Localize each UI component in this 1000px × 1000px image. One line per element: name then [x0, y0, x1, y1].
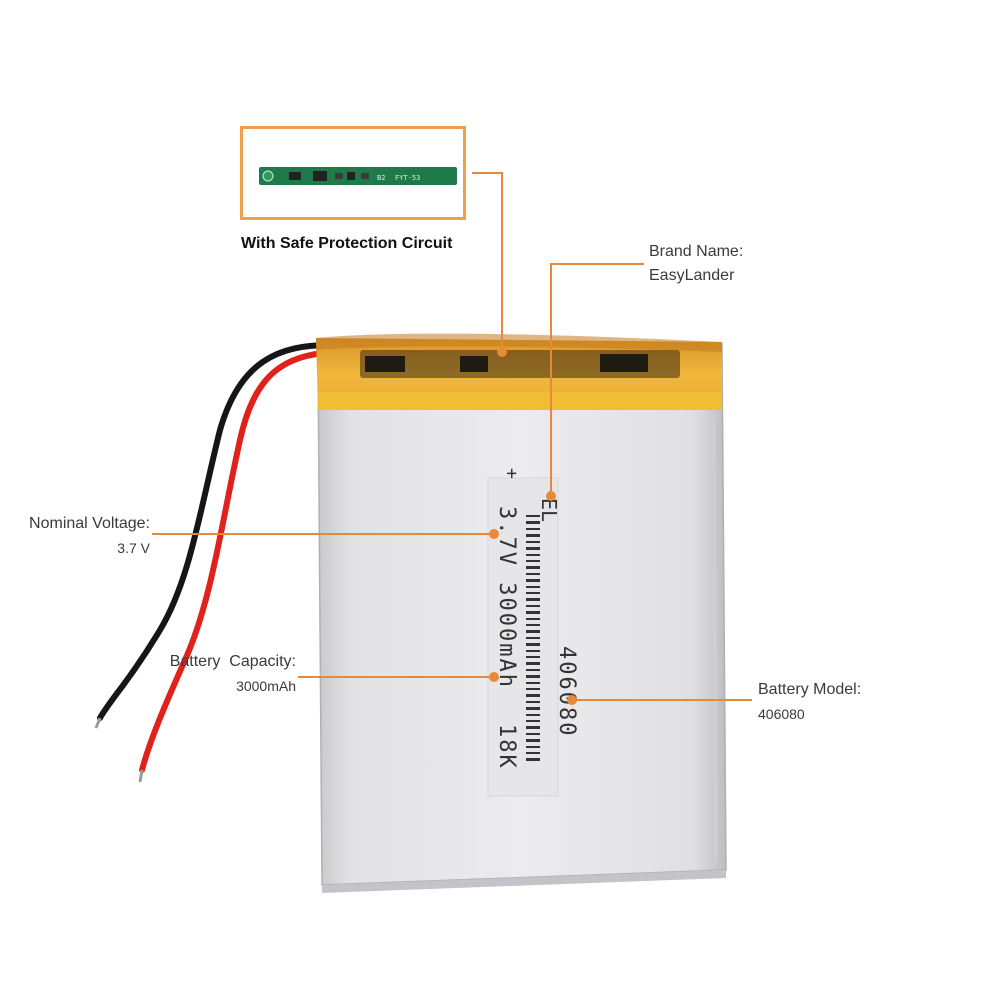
pcb-image: B2 FYT-53	[259, 167, 457, 185]
print-model: 406080	[554, 646, 579, 737]
voltage-value: 3.7 V	[117, 540, 150, 556]
black-wire	[97, 342, 333, 721]
voltage-label: Nominal Voltage:	[29, 515, 150, 532]
model-value: 406080	[758, 706, 805, 722]
callout-lines	[152, 172, 752, 701]
capacity-callout: Battery Capacity: 3000mAh	[162, 650, 296, 698]
inset-caption: With Safe Protection Circuit	[241, 235, 453, 252]
model-label: Battery Model:	[758, 681, 862, 698]
brand-leader	[550, 263, 644, 496]
inset-leader	[472, 172, 503, 352]
svg-text:B2: B2	[377, 174, 385, 182]
print-lot: 18K	[494, 724, 519, 770]
barcode	[526, 515, 540, 761]
callout-dots	[489, 347, 577, 705]
print-plus: +	[501, 468, 522, 479]
capacity-value: 3000mAh	[236, 678, 296, 694]
voltage-callout: Nominal Voltage: 3.7 V	[18, 512, 150, 560]
model-callout: Battery Model: 406080	[758, 678, 861, 726]
capacity-label: Battery Capacity:	[169, 653, 296, 670]
brand-value: EasyLander	[649, 267, 735, 284]
brand-label: Brand Name:	[649, 243, 744, 260]
pcb-label: FYT-53	[395, 174, 420, 182]
brand-callout: Brand Name: EasyLander	[649, 240, 743, 288]
protection-circuit-inset: B2 FYT-53	[240, 126, 466, 220]
print-brand-mark: EL	[537, 498, 561, 522]
red-wire	[139, 349, 335, 773]
